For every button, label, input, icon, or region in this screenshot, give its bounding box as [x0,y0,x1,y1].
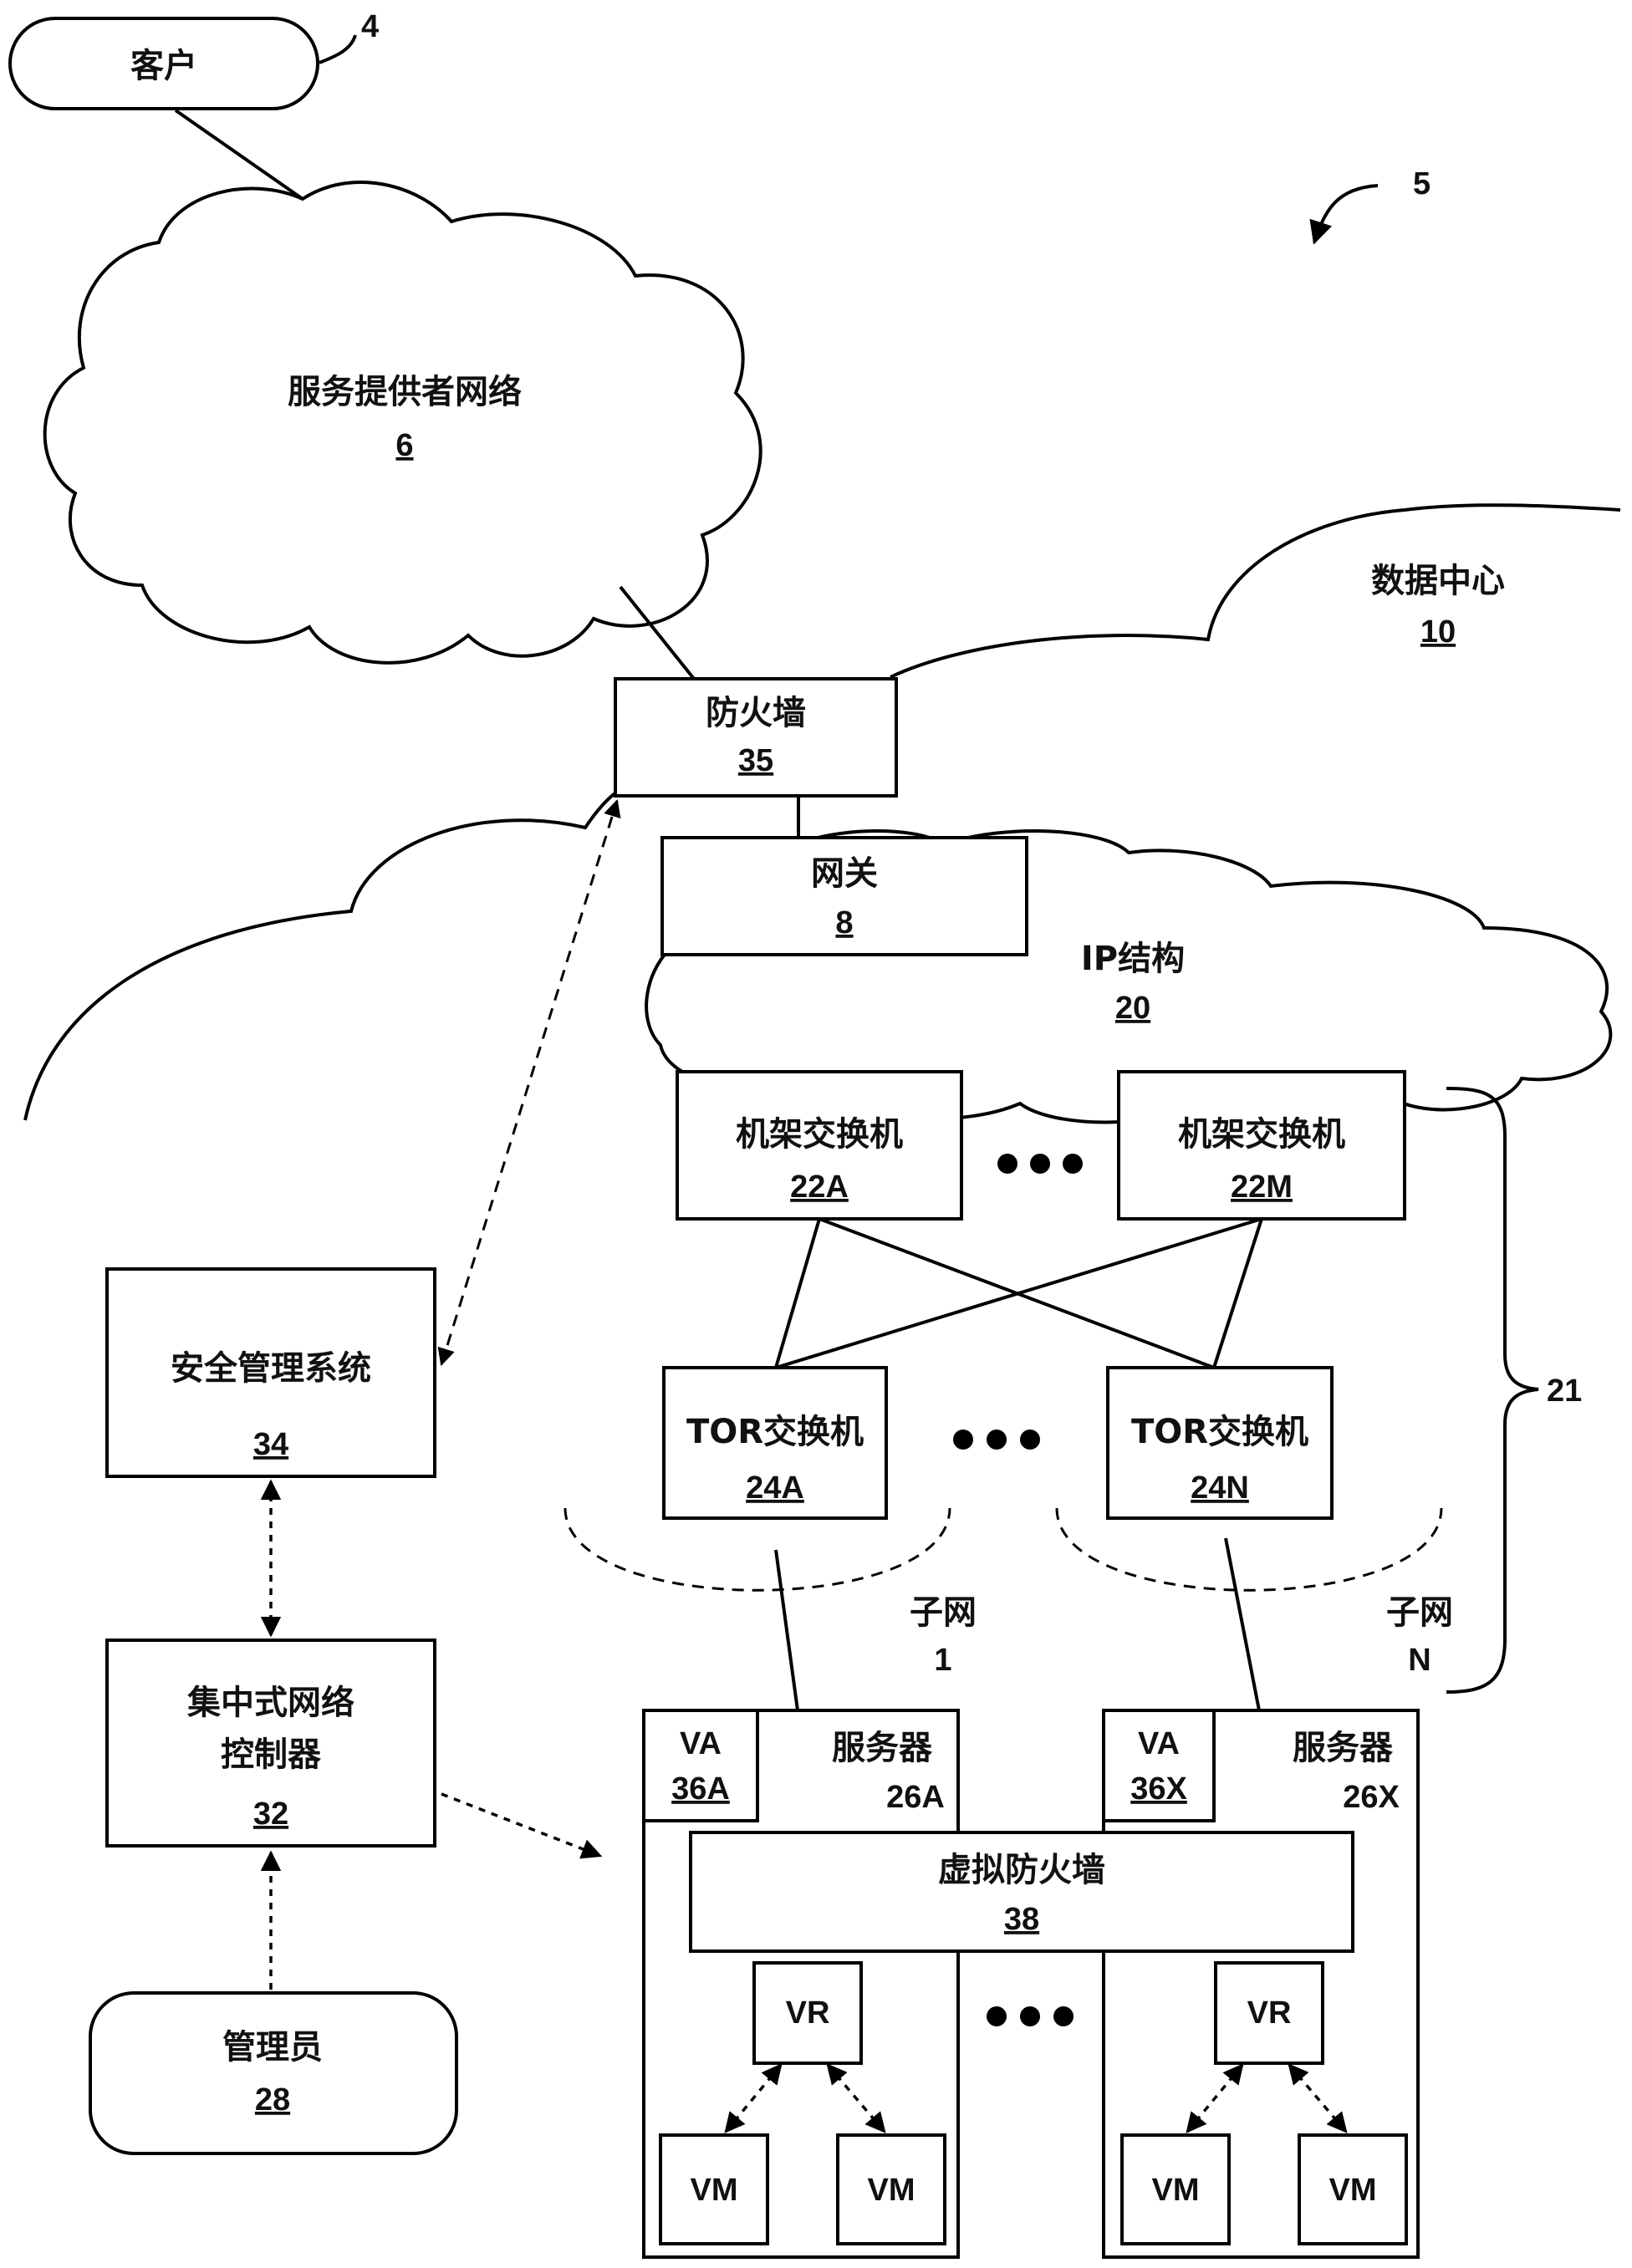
vm-x2-label: VM [1329,2173,1377,2208]
subnet-n-ref: N [1408,1643,1431,1678]
gateway-label: 网关 [811,854,878,893]
chassis-switch-a: 机架交换机 22A [676,1070,963,1221]
subnet-n-arc [1055,1507,1443,1592]
system-ref: 5 [1413,166,1431,201]
server-x-label: 服务器 [1293,1729,1394,1767]
firewall-box: 防火墙 35 [614,677,898,798]
switch-group-ref: 21 [1547,1374,1582,1409]
vm-a1: VM [659,2133,769,2245]
vr-a: VR [752,1961,863,2065]
va-x-label: VA [1138,1726,1180,1761]
sp-network-label: 服务提供者网络 [288,373,522,411]
link-24n-26x [1224,1537,1261,1711]
admin-label: 管理员 [222,2028,323,2067]
link-24a-26a [774,1549,799,1711]
server-a-label: 服务器 [832,1729,933,1767]
datacenter-label: 数据中心 [1371,562,1505,600]
controller-label-1: 集中式网络 [186,1684,354,1722]
sp-network-ref: 6 [395,428,413,463]
firewall-ref: 35 [738,743,773,778]
vr-vm-a1-link [724,2063,783,2133]
security-mgmt-label: 安全管理系统 [171,1349,371,1388]
sp-firewall-link [619,585,696,680]
customer-ref: 4 [361,9,379,44]
vm-a1-label: VM [691,2173,738,2208]
ip-fabric-ref: 20 [1115,991,1150,1026]
gateway-box: 网关 8 [660,836,1028,956]
controller-box: 集中式网络 控制器 32 [105,1639,436,1848]
link-22m-24n [1212,1218,1263,1368]
system-ref-arrow [1309,184,1379,245]
server-x-ref: 26X [1343,1780,1400,1815]
tor-switch-n: TOR交换机 24N [1106,1366,1334,1520]
vr-vm-a2-link [826,2063,886,2133]
vr-vm-x2-link [1288,2063,1348,2133]
customer-link [174,109,304,201]
switch-group-brace [1446,1087,1539,1694]
vr-x-label: VR [1247,1995,1292,2031]
chassis-m-ref: 22M [1231,1170,1293,1205]
link-22a-24a [774,1218,821,1368]
vm-a2: VM [836,2133,946,2245]
ellipsis-tor [953,1430,1040,1450]
datacenter-ref: 10 [1420,614,1456,650]
subnet-n-label: 子网 [1386,1593,1453,1632]
vm-x1: VM [1120,2133,1231,2245]
admin-ref: 28 [255,2082,290,2118]
security-firewall-link [437,798,621,1367]
vm-x2: VM [1298,2133,1408,2245]
subnet-1-arc [564,1507,951,1592]
customer-ref-leader [319,34,357,64]
subnet-1-label: 子网 [910,1593,977,1632]
ellipsis-chassis [997,1154,1083,1174]
ellipsis-servers [987,2006,1074,2026]
firewall-label: 防火墙 [706,694,806,732]
vr-x: VR [1214,1961,1324,2065]
controller-server-link [441,1792,603,1859]
gateway-ref: 8 [835,905,853,940]
tor-n-ref: 24N [1191,1470,1249,1506]
va-a-ref: 36A [671,1771,730,1807]
tor-a-ref: 24A [746,1470,804,1506]
controller-label-2: 控制器 [221,1735,322,1774]
controller-ref: 32 [253,1797,288,1832]
va-a-label: VA [680,1726,722,1761]
ip-fabric-label: IP结构 [1081,940,1185,978]
virtual-firewall-ref: 38 [1004,1902,1039,1937]
tor-switch-a: TOR交换机 24A [662,1366,888,1520]
chassis-a-label: 机架交换机 [736,1115,903,1154]
vr-vm-x1-link [1186,2063,1244,2133]
server-a-ref: 26A [886,1780,945,1815]
chassis-m-label: 机架交换机 [1178,1115,1345,1154]
vm-a2-label: VM [868,2173,915,2208]
chassis-switch-m: 机架交换机 22M [1117,1070,1406,1221]
subnet-1-ref: 1 [934,1643,951,1678]
va-x-ref: 36X [1130,1771,1187,1807]
vr-a-label: VR [786,1995,830,2031]
virtual-firewall-label: 虚拟防火墙 [938,1851,1105,1889]
admin-node: 管理员 28 [89,1991,458,2155]
customer-label: 客户 [130,47,197,85]
chassis-a-ref: 22A [790,1170,849,1205]
sp-network-cloud: 服务提供者网络 6 [43,181,762,665]
vm-x1-label: VM [1152,2173,1200,2208]
tor-n-label: TOR交换机 [1131,1413,1308,1451]
tor-a-label: TOR交换机 [686,1413,864,1451]
virtual-firewall-box: 虚拟防火墙 38 [689,1831,1354,1953]
link-22m-24a [775,1217,1262,1369]
customer-node: 客户 [8,17,319,110]
security-mgmt-ref: 34 [253,1427,288,1462]
security-mgmt-box: 安全管理系统 34 [105,1267,436,1478]
